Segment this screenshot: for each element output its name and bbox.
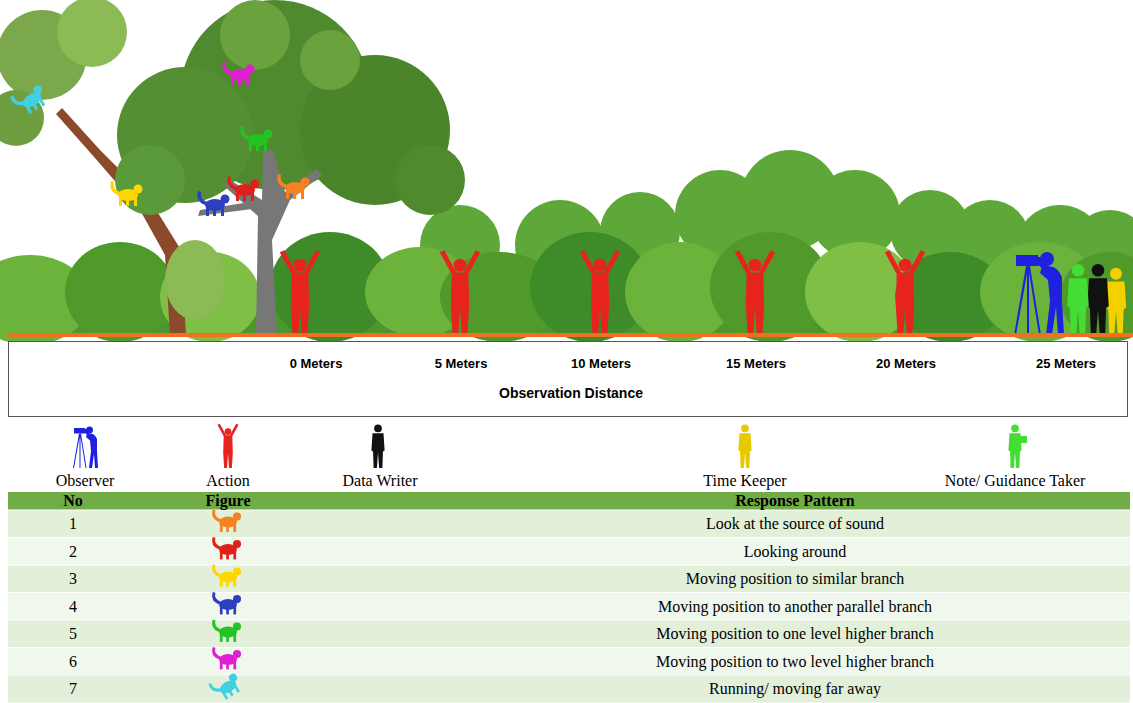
table-header: No xyxy=(63,492,83,510)
table-header: Response Pattern xyxy=(735,492,855,510)
legend-label: Data Writer xyxy=(342,472,417,490)
response-pattern: Running/ moving far away xyxy=(709,675,881,703)
row-number: 1 xyxy=(69,510,77,538)
row-number: 3 xyxy=(69,565,77,593)
legend-label: Action xyxy=(206,472,250,490)
ground-line xyxy=(8,333,1133,337)
distance-label: 15 Meters xyxy=(726,355,786,372)
distance-label: 0 Meters xyxy=(290,355,343,372)
observation-team xyxy=(1014,252,1126,335)
distance-label: 25 Meters xyxy=(1036,355,1096,372)
distance-label: 5 Meters xyxy=(435,355,488,372)
action-figures xyxy=(280,250,925,335)
distance-label: 10 Meters xyxy=(571,355,631,372)
response-pattern: Moving position to similar branch xyxy=(686,565,905,593)
row-number: 7 xyxy=(69,675,77,703)
response-pattern: Moving position to two level higher bran… xyxy=(656,648,934,676)
table-header: Figure xyxy=(205,492,250,510)
distance-label: 20 Meters xyxy=(876,355,936,372)
legend-label: Time Keeper xyxy=(703,472,786,490)
legend-label: Observer xyxy=(56,472,115,490)
row-number: 2 xyxy=(69,538,77,566)
row-number: 6 xyxy=(69,648,77,676)
table-grid xyxy=(8,492,1130,703)
big-tree xyxy=(115,0,465,335)
legend-label: Note/ Guidance Taker xyxy=(945,472,1086,490)
monkeys xyxy=(10,61,310,216)
table-figures xyxy=(208,509,244,703)
row-number: 4 xyxy=(69,593,77,621)
row-number: 5 xyxy=(69,620,77,648)
response-pattern: Look at the source of sound xyxy=(706,510,884,538)
response-pattern: Moving position to one level higher bran… xyxy=(656,620,933,648)
axis-box: 0 Meters 5 Meters 10 Meters 15 Meters 20 Met… xyxy=(8,341,1128,417)
response-pattern: Moving position to another parallel bran… xyxy=(658,593,932,621)
legend-icons xyxy=(73,424,1027,468)
axis-title: Observation Distance xyxy=(499,385,643,402)
response-pattern: Looking around xyxy=(744,538,847,566)
